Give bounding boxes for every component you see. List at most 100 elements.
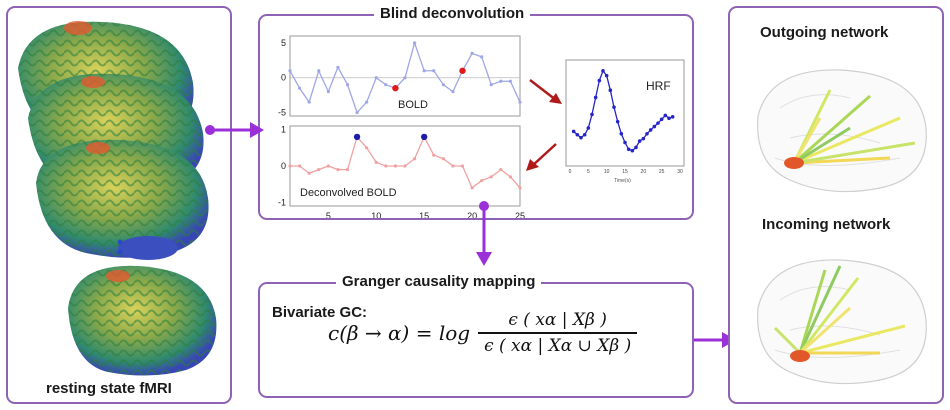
data-point [355,110,359,115]
incoming-network-brain [757,259,927,385]
arrow-deconv-to-gc-head [476,252,492,266]
data-point [637,139,642,143]
highlight-point [420,133,428,141]
data-point [489,175,493,179]
data-point [412,157,417,161]
data-point [586,126,591,130]
deconvolved-label: Deconvolved BOLD [300,187,397,199]
data-point [393,164,398,168]
data-point [326,164,330,168]
data-point [645,131,649,136]
x-tick-label: 5 [587,169,590,175]
data-point [288,69,292,73]
bold-plot-frame [289,35,521,117]
data-point [403,164,407,168]
data-point [412,41,417,45]
brain-stack-illustration [18,21,217,376]
formula-denominator: ϵ ( xα | Xα ∪ Xβ ) [484,335,632,356]
y-tick-label: 0 [281,73,286,83]
outgoing-network-brain [757,69,927,193]
data-point [451,90,455,94]
data-point [345,83,350,87]
data-point [615,119,620,124]
data-point [441,157,445,161]
x-tick-label: 15 [622,169,628,175]
data-point [451,164,455,168]
data-point [579,135,583,140]
data-point [612,105,616,109]
y-tick-label: -5 [278,108,286,118]
data-point [659,117,664,122]
x-tick-label: 30 [677,169,683,175]
data-point [432,153,436,157]
y-tick-label: -1 [278,197,286,207]
granger-title: Granger causality mapping [336,273,542,290]
y-tick-label: 0 [281,161,286,171]
data-point [384,164,388,168]
highlight-point [459,67,466,74]
bivariate-label: Bivariate GC: [272,304,368,321]
data-point [489,83,493,87]
hrf-series-line [573,69,673,152]
data-point [648,128,653,132]
data-point [641,136,646,141]
data-point [326,90,330,94]
arrow-hrf-to-deconvolved-head [526,159,539,171]
data-point [288,164,292,168]
data-point [656,121,660,125]
data-point [619,131,624,136]
data-point [336,168,340,172]
hrf-xlabel: Time(s) [614,178,631,184]
data-point [499,79,503,83]
x-tick-label: 15 [419,211,429,218]
data-point [508,175,513,179]
data-point [307,171,311,175]
gc-formula: c(β → α) = log ϵ ( xα | Xβ ) ϵ ( xα | Xα… [328,310,638,356]
hrf-label: HRF [646,79,671,93]
x-tick-label: 10 [604,169,610,175]
formula-fraction: ϵ ( xα | Xβ ) ϵ ( xα | Xα ∪ Xβ ) [478,310,638,356]
x-tick-label: 20 [467,211,477,218]
formula-lhs: c(β → α) = log [328,320,471,345]
data-point [626,147,631,152]
brain-3 [36,139,209,260]
outgoing-connections [792,89,916,165]
data-point [480,178,484,183]
x-tick-label: 25 [659,169,665,175]
data-point [317,69,321,73]
data-point [604,73,609,78]
data-point [634,145,638,150]
fmri-caption: resting state fMRI [46,380,172,397]
x-tick-label: 0 [569,169,572,175]
data-point [652,124,657,129]
data-point [480,55,484,59]
data-point [365,146,369,150]
data-point [518,186,522,190]
data-point [597,78,602,83]
data-point [670,115,675,119]
data-point [582,132,587,137]
data-point [374,76,378,80]
data-point [317,168,321,172]
formula-numerator: ϵ ( xα | Xβ ) [508,310,607,330]
highlight-point [353,133,361,141]
data-point [384,83,388,87]
data-point [460,164,465,168]
data-point [365,100,369,104]
data-point [297,86,302,90]
fmri-panel: resting state fMRI [6,6,232,404]
data-point [571,129,576,134]
y-tick-label: 1 [281,125,286,135]
deconvolution-title: Blind deconvolution [374,5,531,22]
arrow-hrf-to-deconvolved [531,143,557,167]
data-point [601,69,605,73]
data-point [422,69,426,73]
highlight-point [392,84,399,92]
network-panel: Outgoing network Incoming network [728,6,944,404]
y-tick-label: 5 [281,38,286,48]
data-point [593,95,598,100]
data-point [470,51,474,55]
data-point [575,132,580,137]
